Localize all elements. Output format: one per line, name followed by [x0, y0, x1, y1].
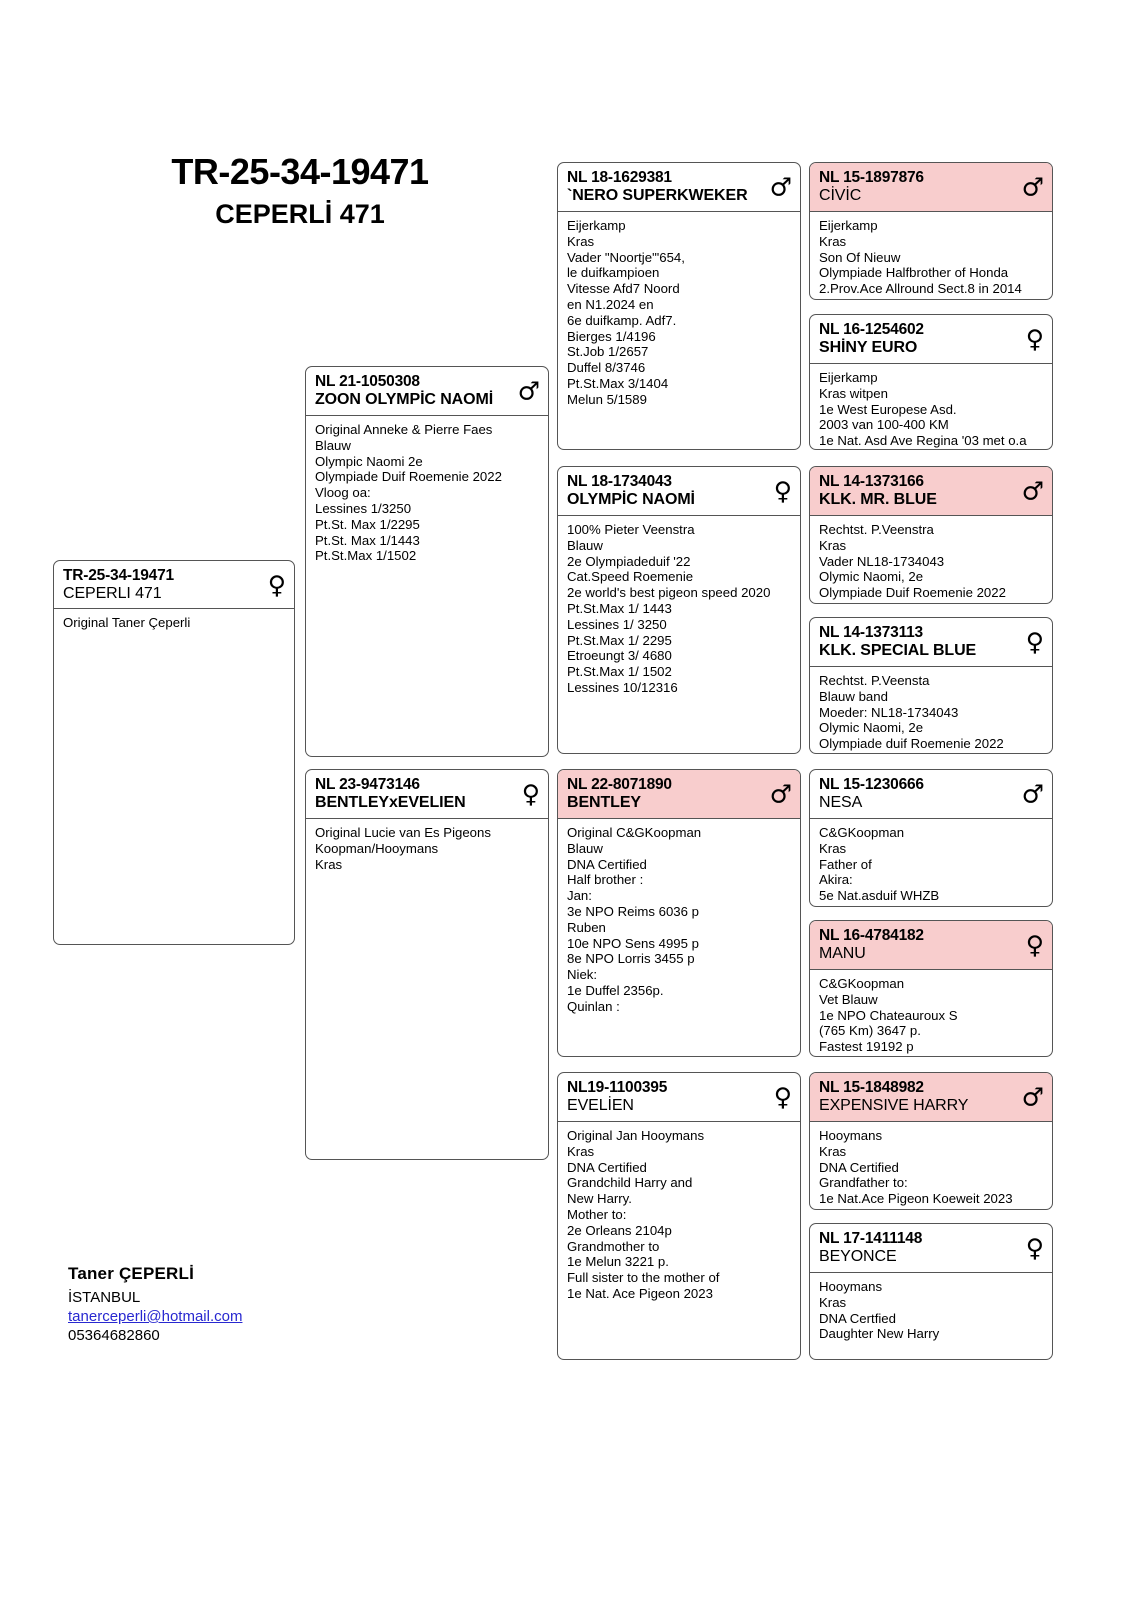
- card-details: Hooymans Kras DNA Certified Grandfather …: [819, 1128, 1013, 1207]
- pigeon-name: CİVİC: [819, 187, 862, 205]
- male-sex-icon: ♂: [1021, 172, 1044, 202]
- ring-number: NL 16-1254602: [819, 321, 924, 338]
- pigeon-name: BENTLEY: [567, 794, 641, 812]
- male-sex-icon: ♂: [1021, 779, 1044, 809]
- card-details: Original Anneke & Pierre Faes Blauw Olym…: [315, 422, 502, 564]
- card-details: C&GKoopman Kras Father of Akira: 5e Nat.…: [819, 825, 940, 904]
- pedigree-card-dam-sire: NL 22-8071890 BENTLEY ♂ Original C&GKoop…: [557, 769, 801, 1057]
- card-details: Original C&GKoopman Blauw DNA Certified …: [567, 825, 702, 1014]
- card-details: Original Lucie van Es Pigeons Koopman/Ho…: [315, 825, 491, 872]
- card-header: NL 18-1629381 `NERO SUPERKWEKER ♂: [558, 163, 800, 213]
- ring-number: NL 21-1050308: [315, 373, 420, 390]
- pigeon-name: EVELİEN: [567, 1097, 634, 1115]
- owner-contact-block: Taner ÇEPERLİ İSTANBUL tanerceperli@hotm…: [68, 1263, 242, 1345]
- ring-number: NL 23-9473146: [315, 776, 420, 793]
- ring-number: NL 14-1373113: [819, 624, 923, 641]
- card-header: NL 16-4784182 MANU ♀: [810, 921, 1052, 971]
- card-details: Eijerkamp Kras witpen 1e West Europese A…: [819, 370, 1027, 449]
- pigeon-name: EXPENSIVE HARRY: [819, 1097, 969, 1115]
- owner-name: Taner ÇEPERLİ: [68, 1264, 195, 1283]
- ring-number: TR-25-34-19471: [63, 567, 174, 584]
- owner-phone: 05364682860: [68, 1327, 160, 1345]
- card-header: NL 14-1373166 KLK. MR. BLUE ♂: [810, 467, 1052, 517]
- pedigree-card-dam-sire-dam: NL 16-4784182 MANU ♀ C&GKoopman Vet Blau…: [809, 920, 1053, 1057]
- card-header: NL 15-1848982 EXPENSIVE HARRY ♂: [810, 1073, 1052, 1123]
- female-sex-icon: ♀: [1025, 1233, 1044, 1263]
- pigeon-name: `NERO SUPERKWEKER: [567, 187, 748, 205]
- pigeon-name: NESA: [819, 794, 863, 812]
- ring-number: NL19-1100395: [567, 1079, 668, 1096]
- owner-email-link[interactable]: tanerceperli@hotmail.com: [68, 1307, 243, 1325]
- ring-number: NL 18-1629381: [567, 169, 672, 186]
- female-sex-icon: ♀: [521, 779, 540, 809]
- card-header: NL 21-1050308 ZOON OLYMPİC NAOMİ ♂: [306, 367, 548, 417]
- male-sex-icon: ♂: [769, 172, 792, 202]
- pigeon-name: BENTLEYxEVELIEN: [315, 794, 466, 812]
- card-details: 100% Pieter Veenstra Blauw 2e Olympiaded…: [567, 522, 771, 695]
- female-sex-icon: ♀: [1025, 627, 1044, 657]
- card-header: NL19-1100395 EVELİEN ♀: [558, 1073, 800, 1123]
- pigeon-name: BEYONCE: [819, 1248, 897, 1266]
- card-details: Rechtst. P.Veenstra Kras Vader NL18-1734…: [819, 522, 1006, 601]
- ring-number: NL 15-1230666: [819, 776, 924, 793]
- male-sex-icon: ♂: [1021, 1082, 1044, 1112]
- card-header: NL 23-9473146 BENTLEYxEVELIEN ♀: [306, 770, 548, 820]
- ring-number: NL 15-1848982: [819, 1079, 924, 1096]
- female-sex-icon: ♀: [1025, 930, 1044, 960]
- owner-city: İSTANBUL: [68, 1288, 141, 1306]
- card-header: NL 22-8071890 BENTLEY ♂: [558, 770, 800, 820]
- pedigree-card-dam-dam: NL19-1100395 EVELİEN ♀ Original Jan Hooy…: [557, 1072, 801, 1360]
- pigeon-name: KLK. SPECIAL BLUE: [819, 642, 977, 660]
- female-sex-icon: ♀: [773, 1082, 792, 1112]
- card-header: NL 17-1411148 BEYONCE ♀: [810, 1224, 1052, 1274]
- card-details: C&GKoopman Vet Blauw 1e NPO Chateauroux …: [819, 976, 958, 1055]
- ring-number: NL 18-1734043: [567, 473, 672, 490]
- male-sex-icon: ♂: [517, 376, 540, 406]
- pedigree-pigeon-name: CEPERLİ 471: [215, 198, 385, 229]
- ring-number: NL 17-1411148: [819, 1230, 923, 1247]
- card-details: Rechtst. P.Veensta Blauw band Moeder: NL…: [819, 673, 1004, 752]
- female-sex-icon: ♀: [773, 476, 792, 506]
- female-sex-icon: ♀: [1025, 324, 1044, 354]
- pigeon-name: OLYMPİC NAOMİ: [567, 491, 695, 509]
- pedigree-card-dam-sire-sire: NL 15-1230666 NESA ♂ C&GKoopman Kras Fat…: [809, 769, 1053, 907]
- card-header: TR-25-34-19471 CEPERLI 471 ♀: [54, 561, 294, 610]
- card-header: NL 15-1230666 NESA ♂: [810, 770, 1052, 820]
- pedigree-card-sire-sire-dam: NL 16-1254602 SHİNY EURO ♀ Eijerkamp Kra…: [809, 314, 1053, 450]
- pedigree-card-sire-dam-dam: NL 14-1373113 KLK. SPECIAL BLUE ♀ Rechts…: [809, 617, 1053, 754]
- pigeon-name: SHİNY EURO: [819, 339, 918, 357]
- card-header: NL 18-1734043 OLYMPİC NAOMİ ♀: [558, 467, 800, 517]
- pedigree-card-sire-sire: NL 18-1629381 `NERO SUPERKWEKER ♂ Eijerk…: [557, 162, 801, 450]
- male-sex-icon: ♂: [769, 779, 792, 809]
- card-header: NL 16-1254602 SHİNY EURO ♀: [810, 315, 1052, 365]
- page-title: TR-25-34-19471 CEPERLİ 471: [60, 152, 540, 230]
- pedigree-card-dam-dam-dam: NL 17-1411148 BEYONCE ♀ Hooymans Kras DN…: [809, 1223, 1053, 1360]
- pedigree-card-sire-sire-sire: NL 15-1897876 CİVİC ♂ Eijerkamp Kras Son…: [809, 162, 1053, 300]
- pigeon-name: KLK. MR. BLUE: [819, 491, 937, 509]
- pedigree-card-sire-dam-sire: NL 14-1373166 KLK. MR. BLUE ♂ Rechtst. P…: [809, 466, 1053, 604]
- ring-number: NL 15-1897876: [819, 169, 924, 186]
- pigeon-name: MANU: [819, 945, 866, 963]
- ring-number: NL 14-1373166: [819, 473, 924, 490]
- pedigree-card-dam: NL 23-9473146 BENTLEYxEVELIEN ♀ Original…: [305, 769, 549, 1160]
- card-details: Original Taner Çeperli: [63, 615, 191, 631]
- ring-number: NL 16-4784182: [819, 927, 924, 944]
- card-details: Original Jan Hooymans Kras DNA Certified…: [567, 1128, 720, 1301]
- male-sex-icon: ♂: [1021, 476, 1044, 506]
- pedigree-card-sire-dam: NL 18-1734043 OLYMPİC NAOMİ ♀ 100% Piete…: [557, 466, 801, 754]
- pedigree-card-sire: NL 21-1050308 ZOON OLYMPİC NAOMİ ♂ Origi…: [305, 366, 549, 757]
- pedigree-ring-number: TR-25-34-19471: [171, 151, 429, 192]
- card-details: Eijerkamp Kras Son Of Nieuw Olympiade Ha…: [819, 218, 1022, 297]
- ring-number: NL 22-8071890: [567, 776, 672, 793]
- card-details: Hooymans Kras DNA Certfied Daughter New …: [819, 1279, 940, 1342]
- card-details: Eijerkamp Kras Vader "Noortje"'654, le d…: [567, 218, 685, 407]
- card-header: NL 15-1897876 CİVİC ♂: [810, 163, 1052, 213]
- pigeon-name: CEPERLI 471: [63, 585, 162, 603]
- pedigree-card-dam-dam-sire: NL 15-1848982 EXPENSIVE HARRY ♂ Hooymans…: [809, 1072, 1053, 1210]
- card-header: NL 14-1373113 KLK. SPECIAL BLUE ♀: [810, 618, 1052, 668]
- pedigree-card-self: TR-25-34-19471 CEPERLI 471 ♀ Original Ta…: [53, 560, 295, 945]
- female-sex-icon: ♀: [267, 570, 286, 600]
- pigeon-name: ZOON OLYMPİC NAOMİ: [315, 391, 494, 409]
